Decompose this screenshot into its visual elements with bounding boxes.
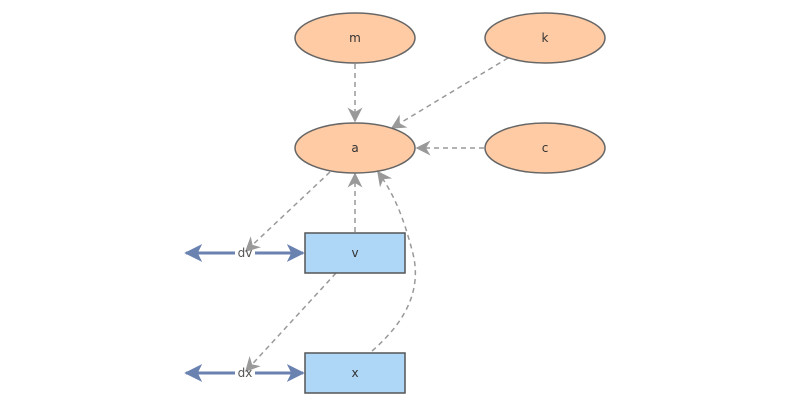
edge-k-to-a: [390, 57, 509, 129]
dependency-edges: [244, 57, 509, 373]
node-v[interactable]: v: [304, 232, 406, 274]
node-x-label: x: [351, 366, 358, 380]
dx-label: dx: [238, 366, 253, 380]
node-m-label: m: [349, 31, 361, 45]
node-x[interactable]: x: [304, 352, 406, 394]
node-k[interactable]: k: [484, 12, 606, 64]
dv-arrow: dv: [184, 244, 305, 262]
node-k-label: k: [542, 31, 549, 45]
dx-arrow: dx: [184, 364, 305, 382]
node-m[interactable]: m: [294, 12, 416, 64]
node-c[interactable]: c: [484, 122, 606, 174]
edge-x-to-a: [371, 170, 417, 352]
node-a-label: a: [351, 141, 358, 155]
edge-a-to-dv: [244, 171, 331, 253]
dv-label: dv: [238, 246, 253, 260]
node-a[interactable]: a: [294, 122, 416, 174]
node-c-label: c: [542, 141, 549, 155]
node-v-label: v: [351, 246, 358, 260]
edge-v-to-dx: [244, 272, 337, 373]
